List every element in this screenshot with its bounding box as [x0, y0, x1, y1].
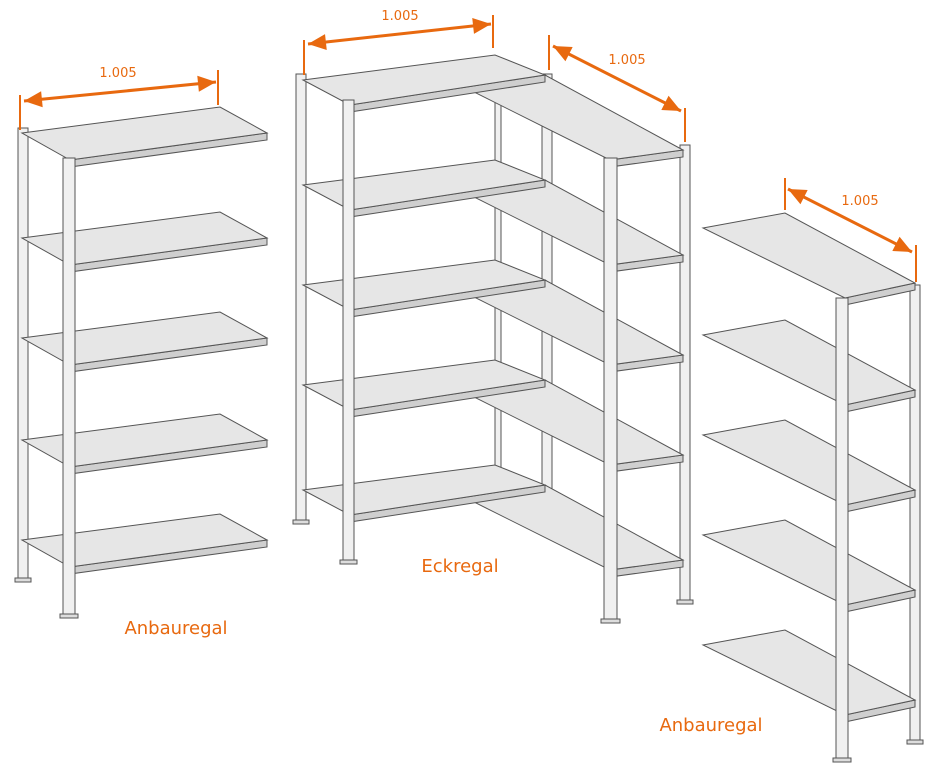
left-unit-back-post: [17, 127, 29, 579]
corner-unit-front-left-post: [342, 99, 355, 561]
corner-unit-back-right-post: [679, 144, 691, 601]
corner-unit-front-right-post: [603, 157, 618, 620]
corner-unit-left-shelf-2: [301, 159, 547, 211]
corner-dim-left-arrow-head-start: [308, 34, 327, 50]
right-unit-front-post: [835, 297, 849, 759]
corner-unit-front-left-post-foot: [339, 559, 358, 565]
right-unit-shelf-3: [701, 419, 917, 506]
dimension-label-corner-right: 1.005: [608, 53, 646, 68]
corner-unit-left-shelf-4: [301, 359, 547, 411]
corner-unit-back-left-post: [295, 73, 307, 521]
left-dim-arrow-head-end: [197, 75, 216, 92]
corner-unit-front-right-post-foot: [600, 618, 621, 624]
right-unit-back-post: [909, 284, 921, 741]
dimension-label-right: 1.005: [841, 194, 879, 209]
right-unit-shelf-1: [701, 212, 917, 299]
right-unit-shelf-2: [701, 319, 917, 406]
corner-unit-left-shelf-1: [301, 54, 547, 106]
left-unit-shelf-3: [20, 311, 269, 366]
corner-dim-left-arrow-head-end: [472, 18, 491, 34]
right-unit-front-post-foot: [832, 757, 852, 763]
left-unit-shelf-1: [20, 106, 269, 161]
corner-unit-back-right-post-foot: [676, 599, 694, 605]
corner-dim-right-arrow-head-end: [661, 95, 681, 111]
left-unit-shelf-4: [20, 413, 269, 468]
corner-unit-left-shelf-5: [301, 464, 547, 516]
corner-dim-right-arrow-line: [552, 44, 682, 113]
unit-label-corner: Eckregal: [421, 556, 499, 577]
corner-dim-left-arrow-line: [307, 22, 492, 46]
left-unit-front-post-foot: [59, 613, 79, 619]
corner-unit-left-shelf-3: [301, 259, 547, 311]
right-dim-arrow-head-end: [892, 236, 912, 252]
dimension-label-left: 1.005: [99, 66, 137, 81]
right-unit-back-post-foot: [906, 739, 924, 745]
right-dim-arrow-line: [787, 187, 913, 254]
right-dim-arrow-head-start: [788, 189, 808, 205]
corner-unit-back-left-post-foot: [292, 519, 310, 525]
left-unit-shelf-2: [20, 211, 269, 266]
right-unit-shelf-5: [701, 629, 917, 716]
left-unit-front-post: [62, 157, 76, 615]
left-unit-back-post-foot: [14, 577, 32, 583]
right-unit-shelf-4: [701, 519, 917, 606]
dimension-label-corner-left: 1.005: [381, 9, 419, 24]
left-dim-arrow-head-start: [24, 91, 43, 108]
corner-dim-right-arrow-head-start: [553, 46, 573, 62]
unit-label-left: Anbauregal: [124, 618, 228, 639]
left-unit-shelf-5: [20, 513, 269, 568]
unit-label-right: Anbauregal: [659, 715, 763, 736]
left-dim-arrow-line: [23, 80, 217, 103]
